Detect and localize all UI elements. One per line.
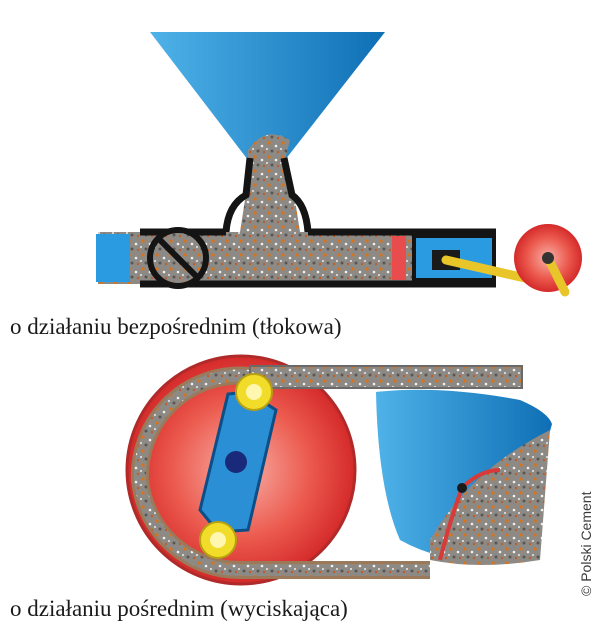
valve-plate xyxy=(392,236,406,280)
caption-piston-pump: o działaniu bezpośrednim (tłokowa) xyxy=(10,314,341,340)
credit-text: © Polski Cement xyxy=(578,492,594,596)
outlet-pipe xyxy=(96,234,130,282)
piston-pump xyxy=(96,32,582,292)
delivery-pipe xyxy=(250,366,522,388)
caption-squeeze-pump: o działaniu pośrednim (wyciskająca) xyxy=(10,596,348,622)
rotor-hub xyxy=(225,451,247,473)
squeeze-pump xyxy=(127,356,552,584)
